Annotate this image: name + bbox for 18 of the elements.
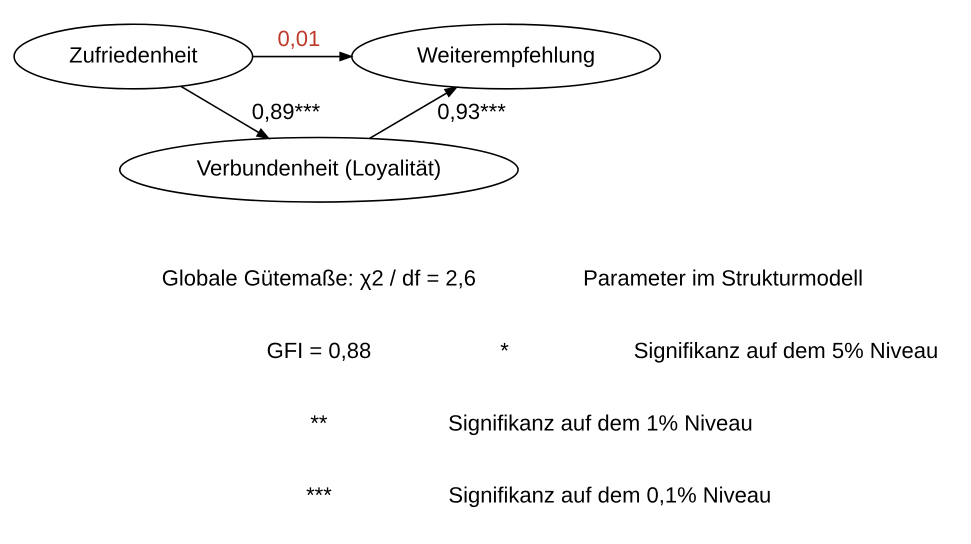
label: Globale Gütemaße: χ2 / df = 2,6 <box>162 266 476 291</box>
node-ellipse: Weiterempfehlung <box>351 23 662 90</box>
label: Parameter im Strukturmodell <box>583 266 864 291</box>
label: Signifikanz auf dem 0,1% Niveau <box>448 482 772 508</box>
node-ellipse: Zufriedenheit <box>13 23 254 90</box>
label: Signifikanz auf dem 1% Niveau <box>448 410 753 436</box>
arrow <box>252 52 354 62</box>
edge-label: 0,89*** <box>252 98 320 124</box>
label: ** <box>310 410 328 436</box>
label: *** <box>306 482 332 508</box>
label: * <box>500 338 509 364</box>
edge-label: 0,93*** <box>437 98 506 124</box>
label: GFI = 0,88 <box>266 338 372 364</box>
edge-label: 0,01 <box>277 26 320 51</box>
label: Signifikanz auf dem 5% Niveau <box>634 338 938 364</box>
arrow <box>180 86 270 140</box>
arrow <box>369 86 458 140</box>
node-ellipse: Verbundenheit (Loyalität) <box>118 136 519 203</box>
